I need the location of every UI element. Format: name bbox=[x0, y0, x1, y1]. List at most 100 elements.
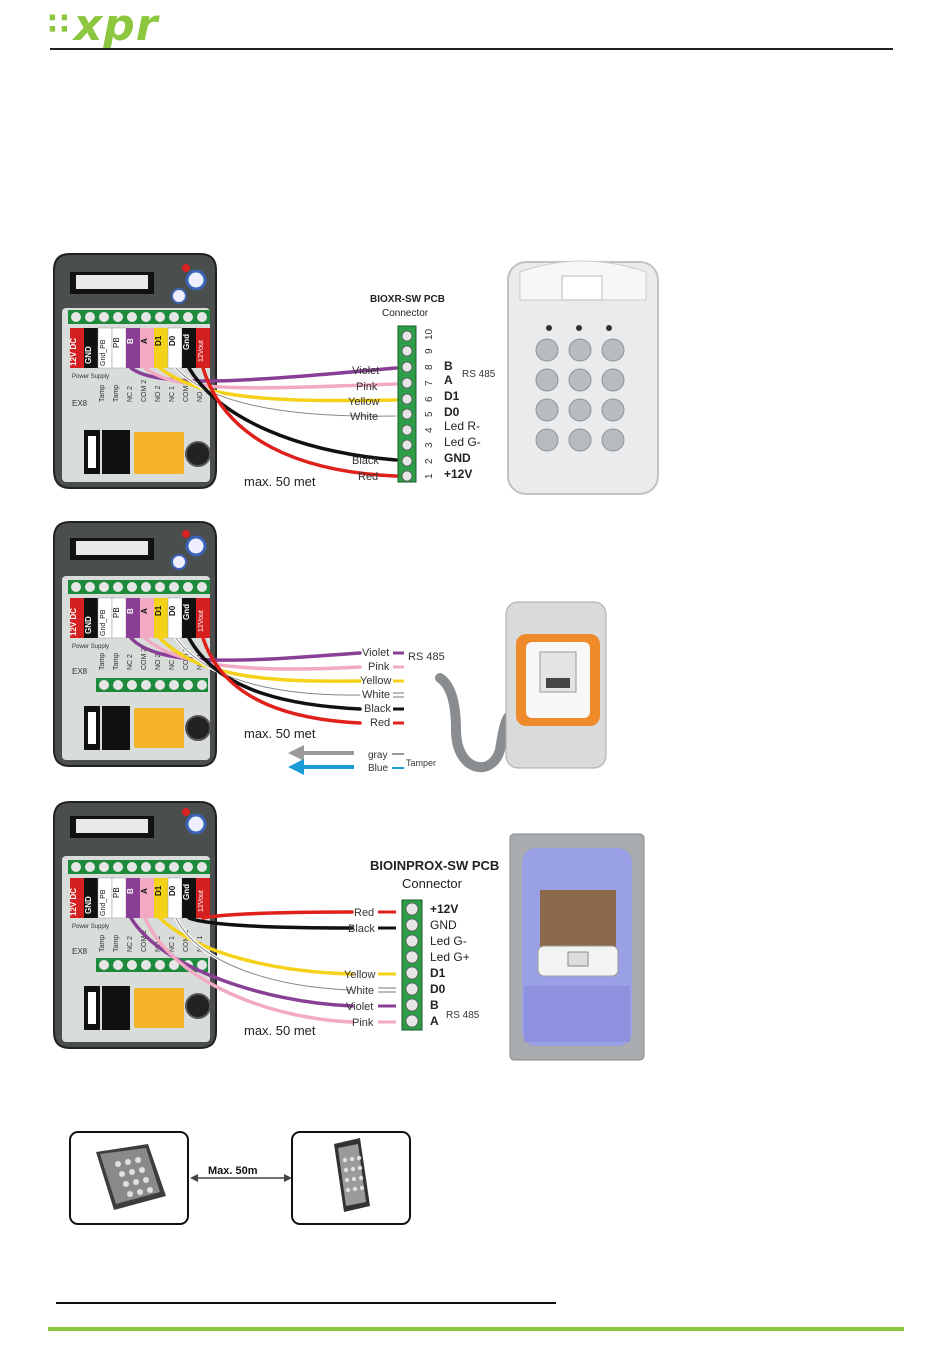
terminal-label: 12Vout bbox=[198, 610, 205, 632]
terminal-label: D0 bbox=[168, 885, 177, 896]
terminal-label: Gnd_PB bbox=[100, 609, 107, 636]
wire-label-black: Black bbox=[364, 703, 391, 715]
pin-number: 3 bbox=[424, 442, 435, 448]
distance-illustration: Max. 50m bbox=[69, 1131, 411, 1225]
pin-number: 2 bbox=[424, 458, 435, 464]
pcb-connector bbox=[397, 325, 417, 483]
wire-label-violet: Violet bbox=[346, 1001, 373, 1013]
terminal-label: COM 2 bbox=[141, 648, 148, 670]
bus-label: RS 485 bbox=[446, 1010, 480, 1021]
terminal-label: D1 bbox=[154, 885, 163, 896]
pin-number: 8 bbox=[424, 364, 435, 370]
terminal-label: 12V DC bbox=[69, 338, 78, 366]
terminal-label: COM 1 bbox=[183, 380, 190, 402]
terminal-label: Tamp bbox=[113, 935, 120, 952]
terminal-label: B bbox=[126, 608, 135, 614]
signal-label: D1 bbox=[430, 966, 446, 980]
terminal-label: PB bbox=[112, 337, 121, 348]
brand-logo: ∷xpr bbox=[48, 0, 158, 51]
terminal-label: NC 1 bbox=[169, 386, 176, 402]
max-distance-label: max. 50 met bbox=[244, 726, 316, 741]
terminal-label: GND bbox=[84, 616, 93, 634]
tamper-wire-gray: gray bbox=[368, 750, 387, 761]
terminal-label: 12Vout bbox=[198, 890, 205, 912]
terminal-label: D1 bbox=[154, 605, 163, 616]
pin-number: 5 bbox=[424, 411, 435, 417]
signal-label: B bbox=[430, 998, 439, 1012]
signal-label: Led G- bbox=[444, 435, 481, 449]
terminal-label: Gnd bbox=[182, 604, 191, 620]
diagram-bioxr: 12V DC GND Gnd_PB PB B A D1 D0 Gnd 12Vou… bbox=[53, 253, 659, 495]
signal-label: Led G+ bbox=[430, 950, 470, 964]
fingerprint-reader-image bbox=[435, 601, 607, 772]
wire-label-red: Red bbox=[370, 717, 390, 729]
terminal-label: PB bbox=[112, 887, 121, 898]
tamper-wire-blue: Blue bbox=[368, 763, 388, 774]
terminal-label: COM 2 bbox=[141, 930, 148, 952]
wire-label-yellow: Yellow bbox=[348, 396, 379, 408]
bus-label: RS 485 bbox=[408, 651, 445, 663]
terminal-label: Tamp bbox=[99, 653, 106, 670]
wire-label-red: Red bbox=[358, 471, 378, 483]
terminal-label: D1 bbox=[154, 335, 163, 346]
terminal-label: NC 2 bbox=[127, 654, 134, 670]
pcb-title: BIOXR-SW PCB bbox=[370, 294, 445, 305]
logo-dots-icon: ∷ bbox=[48, 7, 70, 42]
small-keypad-reader-icon bbox=[334, 1138, 370, 1212]
power-label: Power Supply bbox=[72, 374, 109, 380]
terminal-label: NO 2 bbox=[155, 386, 162, 402]
pin-number: 4 bbox=[424, 427, 435, 433]
bus-label: RS 485 bbox=[462, 369, 496, 380]
terminal-label: 12Vout bbox=[198, 340, 205, 362]
terminal-label: GND bbox=[84, 896, 93, 914]
signal-label: +12V bbox=[430, 902, 458, 916]
wire-label-pink: Pink bbox=[352, 1017, 374, 1029]
bioxr-reader-image bbox=[507, 260, 659, 495]
terminal-label: 12V DC bbox=[69, 608, 78, 636]
pin-number: 1 bbox=[424, 473, 435, 479]
signal-label: A bbox=[444, 373, 453, 387]
pin-number: 10 bbox=[424, 328, 435, 340]
terminal-label: NO 1 bbox=[197, 386, 204, 402]
terminal-label: NC 1 bbox=[169, 936, 176, 952]
pcb-subtitle: Connector bbox=[402, 876, 463, 891]
footer-rule-green bbox=[48, 1327, 904, 1331]
wire-label-black: Black bbox=[352, 455, 379, 467]
signal-label: +12V bbox=[444, 467, 472, 481]
signal-label: GND bbox=[444, 451, 471, 465]
signal-label: Led R- bbox=[444, 419, 480, 433]
signal-label: D0 bbox=[444, 405, 460, 419]
max-distance-label: max. 50 met bbox=[244, 1023, 316, 1038]
wire-label-pink: Pink bbox=[356, 381, 378, 393]
terminal-label: Tamp bbox=[99, 935, 106, 952]
wire-label-white: White bbox=[350, 411, 378, 423]
terminal-label: D0 bbox=[168, 605, 177, 616]
tamper-arrow-gray bbox=[288, 745, 354, 761]
logo-text: xpr bbox=[73, 0, 159, 51]
controller-label: EX8 bbox=[72, 947, 88, 956]
terminal-label: Tamp bbox=[99, 385, 106, 402]
terminal-label: NC 2 bbox=[127, 936, 134, 952]
terminal-label: 12V DC bbox=[69, 888, 78, 916]
terminal-label: GND bbox=[84, 346, 93, 364]
terminal-label: Tamp bbox=[113, 385, 120, 402]
terminal-label: D0 bbox=[168, 335, 177, 346]
tamper-arrow-blue bbox=[288, 759, 354, 775]
terminal-label: B bbox=[126, 338, 135, 344]
terminal-label: NO 2 bbox=[155, 654, 162, 670]
wire-label-pink: Pink bbox=[368, 661, 390, 673]
terminal-label: COM 2 bbox=[141, 380, 148, 402]
signal-label: D1 bbox=[444, 389, 460, 403]
signal-label: A bbox=[430, 1014, 439, 1028]
power-label: Power Supply bbox=[72, 644, 109, 650]
terminal-label: NC 1 bbox=[169, 654, 176, 670]
tamper-label: Tamper bbox=[406, 758, 436, 768]
diagram-fingerprint-reader: 12V DC GND Gnd_PB PB B A D1 D0 Gnd 12Vou… bbox=[53, 521, 607, 775]
terminal-label: Gnd bbox=[182, 884, 191, 900]
distance-label: Max. 50m bbox=[208, 1165, 258, 1177]
terminal-label: PB bbox=[112, 607, 121, 618]
terminal-label: Gnd_PB bbox=[100, 889, 107, 916]
wire-label-violet: Violet bbox=[352, 365, 379, 377]
pcb-subtitle: Connector bbox=[382, 308, 429, 319]
terminal-label: B bbox=[126, 888, 135, 894]
